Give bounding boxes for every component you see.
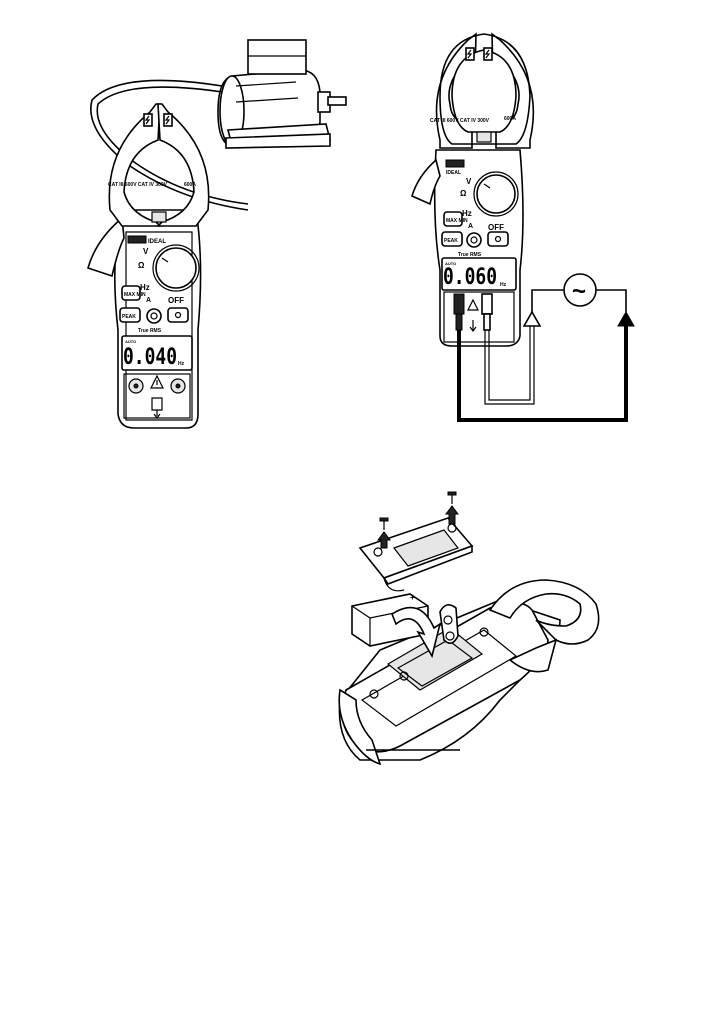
jaw-left-rating: CAT III 600V CAT IV 300V: [108, 182, 168, 188]
dial-ohm-label: Ω: [138, 261, 145, 270]
display-reading: 0.040: [123, 345, 177, 370]
source-symbol: ~: [572, 278, 586, 305]
display-mode: AUTO: [125, 339, 136, 344]
lightning-icon: [164, 114, 172, 126]
dial-ohm-label: Ω: [460, 189, 467, 198]
arrow-icon: [618, 312, 634, 326]
lightning-icon: [144, 114, 152, 126]
hold-button[interactable]: [147, 309, 161, 323]
lightning-icon: [484, 48, 492, 60]
ac-source-icon: ~: [564, 274, 596, 306]
motor: [218, 40, 346, 148]
screw[interactable]: [448, 492, 456, 504]
brand-label: IDEAL: [148, 239, 166, 245]
dial-a-label: A: [468, 223, 473, 230]
dial-hz-label: Hz: [462, 209, 472, 218]
display-unit: Hz: [178, 361, 185, 367]
brand-label: IDEAL: [446, 170, 461, 176]
screw[interactable]: [380, 518, 388, 530]
dial-a-label: A: [146, 297, 151, 304]
model-label: True RMS: [458, 252, 482, 258]
dial-off-label: OFF: [168, 296, 184, 305]
rotary-dial[interactable]: [474, 172, 518, 216]
dial-off-label: OFF: [488, 223, 504, 232]
dial-v-label: V: [466, 177, 472, 186]
model-label: True RMS: [138, 328, 162, 334]
display-reading: 0.060: [443, 265, 497, 290]
lightning-icon: [466, 48, 474, 60]
backlight-button[interactable]: [488, 232, 508, 246]
red-probe-plug[interactable]: [482, 294, 492, 314]
black-probe-plug[interactable]: [454, 294, 464, 314]
figure-3-battery-replacement: +: [339, 492, 598, 764]
arrow-icon: [524, 312, 540, 326]
figure-1-clamp-on-motor: CAT III 600V CAT IV 300V 600A IDEAL V Ω …: [88, 40, 346, 428]
backlight-button[interactable]: [168, 308, 188, 322]
battery-polarity: +: [410, 593, 415, 602]
figure-2-meter-with-leads: CAT III 600V CAT IV 300V 600A IDEAL V Ω …: [412, 34, 634, 420]
maxmin-button-label: MAX MIN: [446, 218, 468, 224]
maxmin-button-label: MAX MIN: [124, 292, 146, 298]
display-unit: Hz: [500, 282, 507, 288]
jaw-left-rating: CAT III 600V CAT IV 300V: [430, 118, 490, 124]
jaw-right-rating: 600A: [184, 182, 196, 188]
jaw-right-rating: 600A: [504, 116, 516, 122]
peak-button-label: PEAK: [444, 238, 458, 244]
dial-v-label: V: [143, 247, 149, 256]
hold-button[interactable]: [467, 233, 481, 247]
dial-hz-label: Hz: [140, 283, 150, 292]
peak-button-label: PEAK: [122, 314, 136, 320]
rotary-dial[interactable]: [153, 245, 199, 291]
